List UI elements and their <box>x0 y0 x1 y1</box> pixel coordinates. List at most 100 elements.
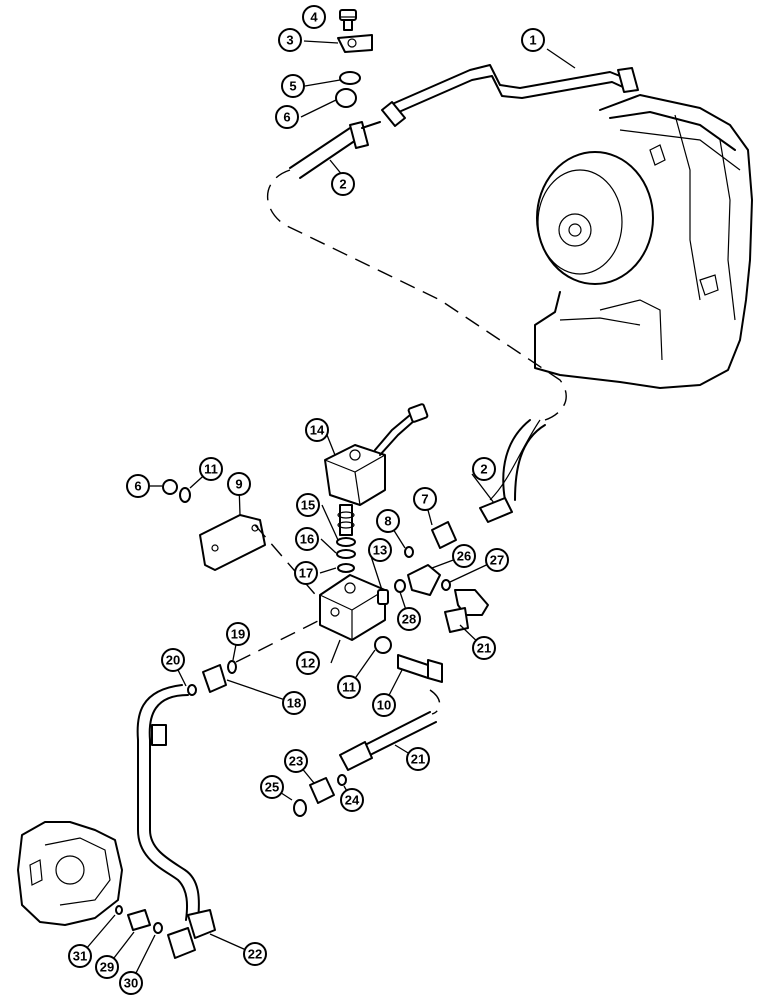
svg-text:25: 25 <box>265 780 279 795</box>
callout-10: 10 <box>372 693 396 717</box>
elbow-21-upper <box>444 589 489 633</box>
svg-text:14: 14 <box>310 423 325 438</box>
callout-2-lower: 2 <box>472 457 496 481</box>
svg-text:1: 1 <box>529 33 536 48</box>
svg-text:13: 13 <box>373 543 387 558</box>
hose-21-lower <box>339 711 437 771</box>
callout-21-lower: 21 <box>406 747 430 771</box>
callout-28: 28 <box>397 607 421 631</box>
svg-text:20: 20 <box>166 653 180 668</box>
hose-2-upper <box>289 121 381 179</box>
callout-25: 25 <box>260 775 284 799</box>
svg-text:27: 27 <box>490 553 504 568</box>
svg-text:29: 29 <box>100 960 114 975</box>
solenoid-coil-14 <box>324 403 429 506</box>
svg-text:21: 21 <box>477 641 491 656</box>
orifice-13 <box>377 589 389 605</box>
svg-text:18: 18 <box>287 696 301 711</box>
callout-6-upper: 6 <box>275 105 299 129</box>
callout-18: 18 <box>282 691 306 715</box>
o-ring-28 <box>394 579 406 593</box>
svg-text:24: 24 <box>345 793 360 808</box>
washer-11-bracket <box>179 487 191 503</box>
callout-29: 29 <box>95 955 119 979</box>
o-rings-15-16-17 <box>336 537 356 573</box>
svg-text:5: 5 <box>289 79 296 94</box>
svg-text:15: 15 <box>301 498 315 513</box>
hose-2-routing <box>266 169 567 421</box>
callout-26: 26 <box>452 544 476 568</box>
adapter-29 <box>127 909 151 931</box>
svg-text:2: 2 <box>480 462 487 477</box>
callout-12: 12 <box>296 651 320 675</box>
bracket-9 <box>199 514 266 571</box>
callout-31: 31 <box>68 944 92 968</box>
callout-4: 4 <box>302 5 326 29</box>
callout-23: 23 <box>284 749 308 773</box>
svg-text:22: 22 <box>248 947 262 962</box>
o-ring-24 <box>337 774 347 786</box>
svg-text:26: 26 <box>457 549 471 564</box>
svg-text:6: 6 <box>283 110 290 125</box>
svg-text:3: 3 <box>286 33 293 48</box>
callout-17: 17 <box>294 561 318 585</box>
o-ring-30 <box>153 922 163 934</box>
svg-text:16: 16 <box>300 532 314 547</box>
callout-21-upper: 21 <box>472 636 496 660</box>
callout-13: 13 <box>368 538 392 562</box>
callout-7: 7 <box>413 487 437 511</box>
tube-1 <box>381 64 639 127</box>
transmission-housing <box>534 94 753 389</box>
hose-2-lower <box>479 419 546 523</box>
svg-text:17: 17 <box>299 566 313 581</box>
clamp-3 <box>337 34 373 53</box>
o-ring-27 <box>441 579 451 591</box>
callout-1: 1 <box>521 28 545 52</box>
pump-housing <box>17 821 123 926</box>
adapter-7 <box>431 521 457 549</box>
o-ring-25 <box>293 799 307 817</box>
nut-6-bracket <box>162 479 178 495</box>
callout-9: 9 <box>227 472 251 496</box>
o-ring-31 <box>115 905 123 915</box>
callout-2-upper: 2 <box>331 172 355 196</box>
svg-text:30: 30 <box>124 976 138 991</box>
bolt-10 <box>397 654 443 683</box>
svg-text:9: 9 <box>235 477 242 492</box>
svg-text:28: 28 <box>402 612 416 627</box>
o-ring-20 <box>187 684 197 696</box>
callout-22: 22 <box>243 942 267 966</box>
svg-text:10: 10 <box>377 698 391 713</box>
washer-5 <box>339 71 361 85</box>
svg-text:11: 11 <box>204 462 218 477</box>
o-ring-19 <box>227 660 237 674</box>
svg-text:12: 12 <box>301 656 315 671</box>
svg-text:21: 21 <box>411 752 425 767</box>
elbow-26 <box>407 564 441 596</box>
callout-27: 27 <box>485 548 509 572</box>
callout-6-lower: 6 <box>126 474 150 498</box>
adapter-18 <box>202 664 227 693</box>
washer-11-bolt <box>374 636 392 654</box>
valve-stem <box>337 504 355 536</box>
callout-5: 5 <box>281 74 305 98</box>
callout-11-upper: 11 <box>199 457 223 481</box>
svg-text:23: 23 <box>289 754 303 769</box>
svg-text:8: 8 <box>384 514 391 529</box>
adapter-23 <box>309 777 335 804</box>
callout-11-lower: 11 <box>337 675 361 699</box>
callout-20: 20 <box>161 648 185 672</box>
svg-text:19: 19 <box>231 627 245 642</box>
svg-text:6: 6 <box>134 479 141 494</box>
nut-6-top <box>335 88 357 108</box>
callout-16: 16 <box>295 527 319 551</box>
valve-block-12 <box>319 574 386 641</box>
svg-text:4: 4 <box>310 10 318 25</box>
callout-19: 19 <box>226 622 250 646</box>
svg-text:11: 11 <box>342 680 356 695</box>
svg-text:2: 2 <box>339 177 346 192</box>
svg-text:7: 7 <box>421 492 428 507</box>
o-ring-8 <box>404 546 414 558</box>
bolt-4 <box>339 9 357 31</box>
